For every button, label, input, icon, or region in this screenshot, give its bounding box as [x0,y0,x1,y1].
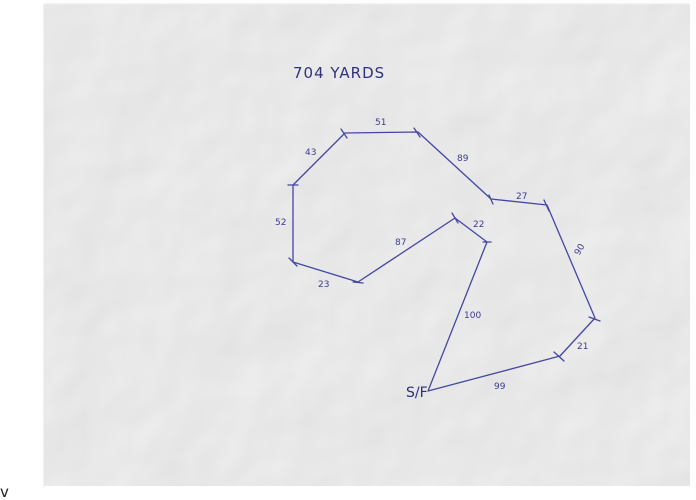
segment-label-27: 27 [516,192,527,202]
segment-label-89: 89 [457,154,469,164]
track-title: 704 YARDS [293,64,385,82]
segment-label-21: 21 [577,342,588,352]
stray-mark: v [0,483,9,500]
segment-label-87: 87 [395,238,406,248]
segment-label-52: 52 [275,218,286,228]
segment-label-100: 100 [464,311,481,321]
segment-label-22: 22 [473,220,484,230]
segment-label-23: 23 [318,280,329,290]
segment-label-43: 43 [305,148,316,158]
segment-label-99: 99 [494,382,506,392]
paper-left-edge [0,0,46,500]
segment-label-51: 51 [375,118,386,128]
start-finish-label: S/F [406,385,428,401]
paper-bottom-edge [44,486,694,500]
